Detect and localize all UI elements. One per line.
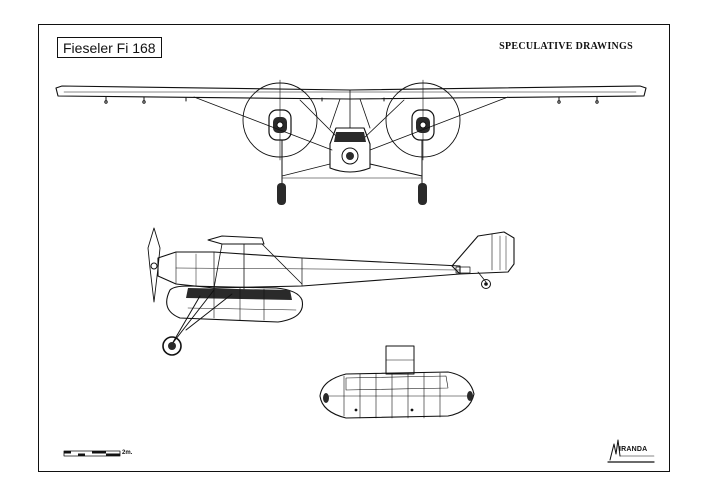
rear-view-pod <box>319 371 475 419</box>
side-view-fuselage <box>157 251 461 289</box>
scale-bar-label: 2m. <box>122 450 133 456</box>
front-view-struts <box>193 89 509 151</box>
front-view <box>55 79 647 205</box>
drawing-sheet: Fieseler Fi 168 SPECULATIVE DRAWINGS <box>38 24 670 472</box>
side-view-cargo-pod <box>166 285 304 323</box>
side-view-wing <box>207 235 303 291</box>
logo-mark <box>607 439 655 463</box>
sheet-title: Fieseler Fi 168 <box>57 37 162 58</box>
scale-bar <box>63 450 121 457</box>
rear-view-tail-fin <box>385 345 415 375</box>
rear-view-wheels <box>323 391 473 403</box>
side-view-landing-gear <box>162 289 233 356</box>
side-view-propeller <box>147 227 161 303</box>
front-view-landing-gear <box>277 139 427 205</box>
front-view-fuselage <box>329 127 371 173</box>
rear-view <box>319 345 475 419</box>
side-view-tail <box>451 231 515 289</box>
logo-text: IRANDA <box>619 446 648 453</box>
sheet-subtitle: SPECULATIVE DRAWINGS <box>499 41 633 52</box>
front-view-engine-right <box>411 109 435 141</box>
side-view <box>147 227 515 356</box>
front-view-wing <box>55 85 647 104</box>
